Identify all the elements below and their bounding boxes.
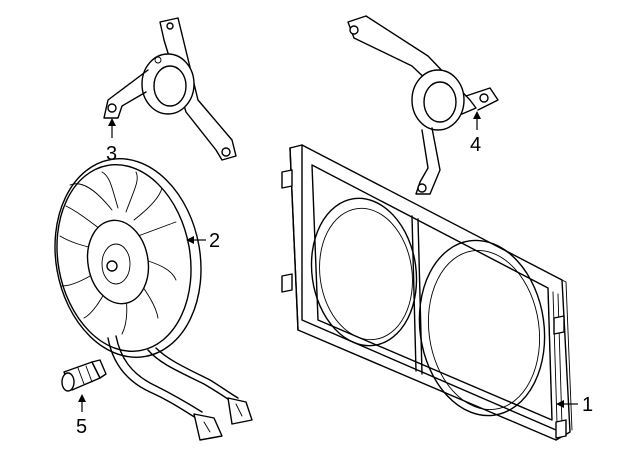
callout-4-label: 4 xyxy=(470,134,481,156)
callout-1-label: 1 xyxy=(582,394,593,416)
callout-3: 3 xyxy=(106,118,117,165)
cooling-fan xyxy=(54,158,253,441)
callout-2-label: 2 xyxy=(209,230,220,252)
right-fan-bracket xyxy=(347,15,499,195)
fan-switch xyxy=(61,359,107,392)
callout-4: 4 xyxy=(470,111,481,156)
callout-2: 2 xyxy=(186,230,220,252)
left-fan-bracket xyxy=(103,17,237,161)
callout-5: 5 xyxy=(76,394,87,438)
fan-shroud xyxy=(281,144,573,441)
callout-1: 1 xyxy=(556,394,593,416)
callout-5-label: 5 xyxy=(76,416,87,438)
callout-3-label: 3 xyxy=(106,143,117,165)
